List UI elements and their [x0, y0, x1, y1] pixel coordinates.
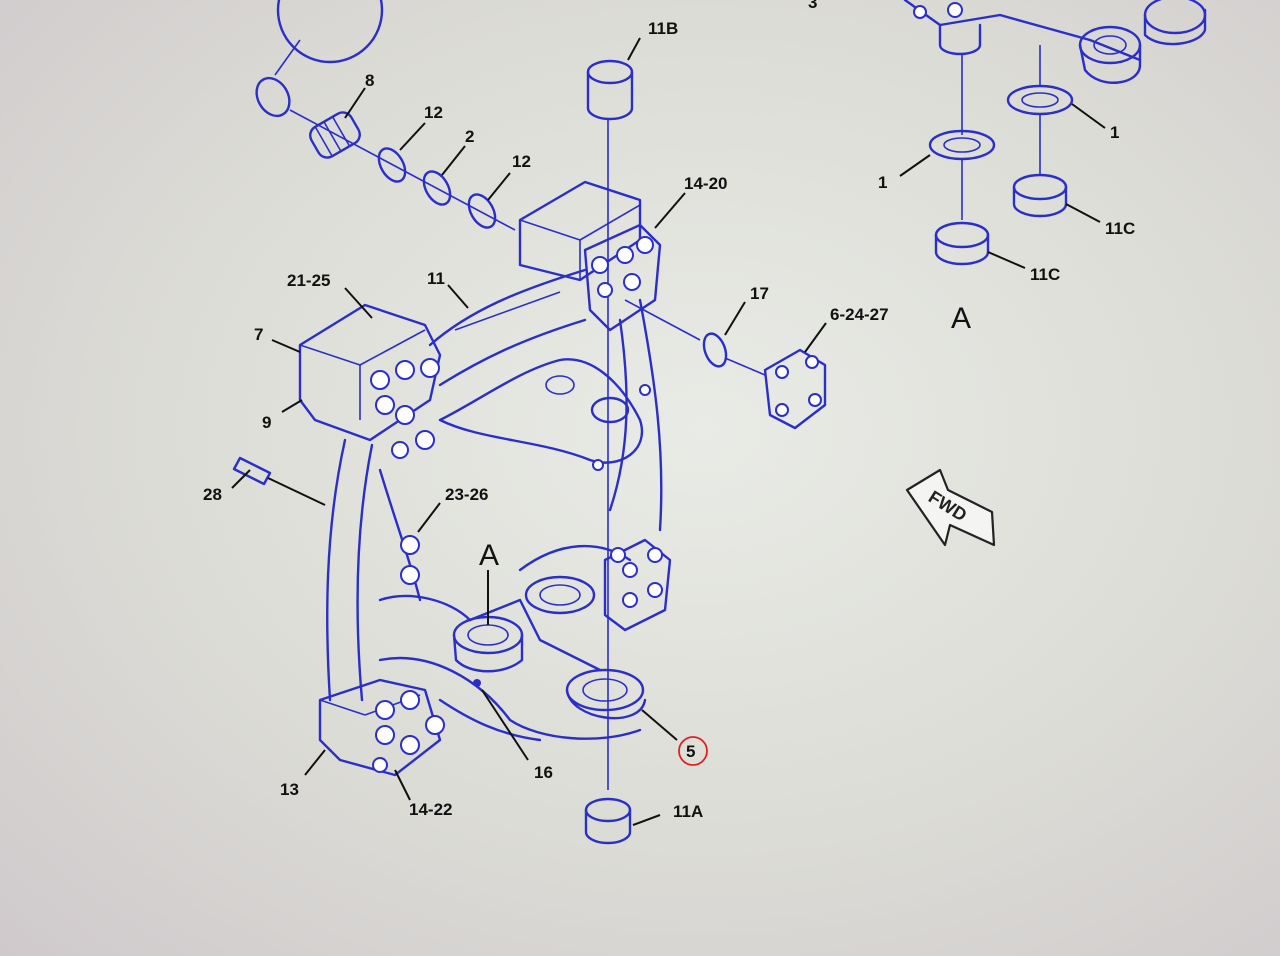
callout-11c-right: 11C [1105, 219, 1135, 238]
leader-lines [231, 37, 1106, 826]
callout-1-left: 1 [878, 173, 887, 192]
callout-13: 13 [280, 780, 299, 799]
callout-11: 11 [427, 269, 445, 288]
callout-16: 16 [534, 763, 553, 782]
callout-1-right: 1 [1110, 123, 1119, 142]
callout-11a: 11A [673, 802, 703, 821]
callout-21-25: 21-25 [287, 271, 330, 290]
view-mark-a-upper: A [951, 302, 971, 335]
callout-3: 3 [808, 0, 817, 12]
callout-5: 5 [686, 742, 695, 761]
callout-28: 28 [203, 485, 222, 504]
fwd-arrow-icon: FWD [905, 468, 996, 547]
callout-2: 2 [465, 127, 474, 146]
callout-11b: 11B [648, 19, 678, 38]
seal-stack [255, 0, 516, 231]
highlight-circle-5 [678, 736, 708, 766]
callout-17: 17 [750, 284, 769, 303]
seal-and-cap [624, 299, 827, 430]
callout-6-24-27: 6-24-27 [830, 305, 889, 324]
callout-23-26: 23-26 [445, 485, 488, 504]
bushing-11a [584, 797, 632, 845]
pin-28 [232, 456, 272, 486]
callout-labels: 8 12 2 12 11B 14-20 11 21-25 7 9 17 6-24… [203, 0, 1135, 821]
view-mark-a-lower: A [479, 539, 499, 572]
callout-14-20: 14-20 [684, 174, 727, 193]
callout-12-upper: 12 [424, 103, 443, 122]
callout-7: 7 [254, 325, 263, 344]
callout-12-lower: 12 [512, 152, 531, 171]
callout-8: 8 [365, 71, 374, 90]
callout-14-22: 14-22 [409, 800, 452, 819]
main-frame [298, 180, 672, 777]
callout-9: 9 [262, 413, 271, 432]
callout-11c-left: 11C [1030, 265, 1060, 284]
upper-right-assembly [903, 0, 1207, 266]
